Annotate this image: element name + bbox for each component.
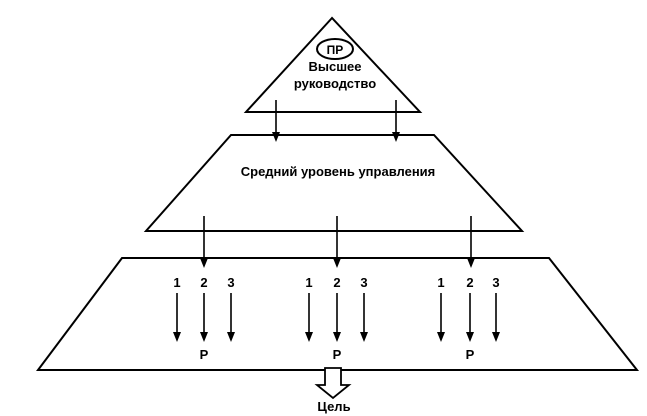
arrow-head xyxy=(467,258,475,268)
task-number: 3 xyxy=(492,275,499,290)
top-tier-label-line1: Высшее xyxy=(308,59,361,74)
decision-badge-label: ПР xyxy=(327,43,344,57)
task-number: 3 xyxy=(227,275,234,290)
task-number: 2 xyxy=(333,275,340,290)
task-group-3: 1 2 3 Р xyxy=(437,275,500,362)
task-number: 1 xyxy=(173,275,180,290)
top-management-triangle xyxy=(243,16,423,113)
arrow-head xyxy=(466,332,474,342)
task-number: 1 xyxy=(305,275,312,290)
arrow-head xyxy=(227,332,235,342)
arrow-head xyxy=(333,332,341,342)
task-group-2: 1 2 3 Р xyxy=(305,275,368,362)
result-label: Р xyxy=(466,347,475,362)
arrow-head xyxy=(272,132,280,142)
result-label: Р xyxy=(200,347,209,362)
task-number: 1 xyxy=(437,275,444,290)
arrow-head xyxy=(360,332,368,342)
arrow-head xyxy=(305,332,313,342)
task-number: 2 xyxy=(466,275,473,290)
arrow-head xyxy=(437,332,445,342)
top-tier-label-line2: руководство xyxy=(294,76,376,91)
arrow-head xyxy=(492,332,500,342)
arrow-head xyxy=(333,258,341,268)
middle-management-trapezoid xyxy=(143,134,525,232)
middle-tier-label: Средний уровень управления xyxy=(241,164,436,179)
decision-badge xyxy=(316,38,354,60)
task-number: 3 xyxy=(360,275,367,290)
arrow-head xyxy=(200,258,208,268)
goal-label: Цель xyxy=(317,399,350,414)
task-group-1: 1 2 3 Р xyxy=(173,275,235,362)
arrow-head xyxy=(392,132,400,142)
goal-arrow xyxy=(314,367,352,400)
result-label: Р xyxy=(333,347,342,362)
arrow-head xyxy=(173,332,181,342)
task-number: 2 xyxy=(200,275,207,290)
arrow-head xyxy=(200,332,208,342)
